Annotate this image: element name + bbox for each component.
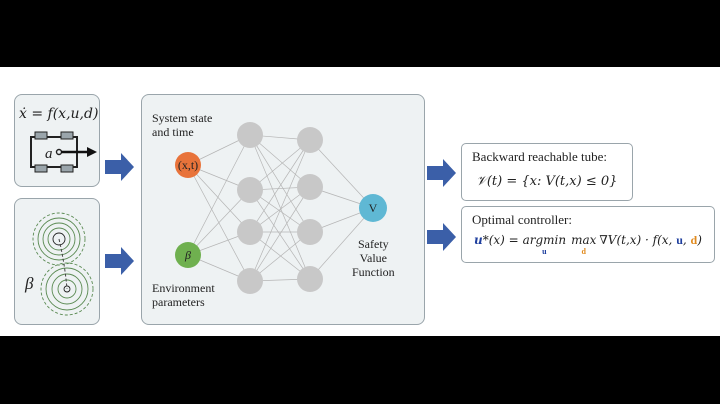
output-title: Safety Value Function	[352, 237, 395, 279]
control-arrow-head	[87, 147, 97, 157]
brt-formula: 𝒱(t) = {x: V(t,x) ≤ 0}	[476, 174, 618, 189]
ctrl-argmin-block: argmin u	[523, 233, 567, 256]
hidden2-node-3	[297, 219, 323, 245]
vehicle-diagram: a	[30, 131, 97, 173]
svg-text:V: V	[369, 201, 378, 215]
ctrl-rhs-u: u	[676, 233, 683, 247]
controller-formula: u*(x) = argmin u max d ∇V(t,x) · f(x, u,…	[474, 233, 702, 256]
control-label: a	[45, 146, 53, 162]
environment-panel: β	[14, 198, 100, 325]
env-input-node: β	[175, 242, 201, 268]
ctrl-max: max	[571, 233, 597, 247]
ctrl-max-sub: d	[581, 247, 586, 256]
svg-text:β: β	[184, 248, 191, 262]
dynamics-equation: ẋ = f(x,u,d)	[19, 106, 99, 122]
arrow-dynamics-to-net	[105, 153, 134, 181]
arrow-env-to-net	[105, 247, 134, 275]
value-output-node: V	[359, 194, 387, 222]
ctrl-rhs-sep: ,	[682, 233, 691, 247]
slide-canvas: ẋ = f(x,u,d) a	[0, 67, 720, 336]
neural-network: (x,t) β V	[175, 122, 387, 294]
env-param-label: β	[24, 274, 34, 293]
brt-panel: Backward reachable tube: 𝒱(t) = {x: V(t,…	[461, 143, 633, 201]
network-edges	[187, 134, 374, 282]
ctrl-rhs-end: )	[697, 233, 702, 247]
hidden1-node-4	[237, 268, 263, 294]
wheel-front-right	[60, 131, 74, 140]
ctrl-lhs: u*(x) =	[474, 233, 523, 247]
wheel-rear-left	[34, 164, 48, 173]
controller-panel: Optimal controller: u*(x) = argmin u max…	[461, 206, 715, 263]
state-input-title: System state and time	[152, 111, 213, 139]
ctrl-argmin-sub: u	[542, 247, 547, 256]
env-input-title: Environment parameters	[152, 281, 215, 309]
wheel-front-left	[34, 131, 48, 140]
ctrl-lhs-rest: *(x) =	[482, 233, 523, 247]
network-panel: (x,t) β V System state and time Environmen…	[141, 94, 425, 325]
ctrl-max-block: max d	[571, 233, 596, 256]
hidden2-node-1	[297, 127, 323, 153]
arrow-net-to-controller	[427, 223, 456, 251]
environment-diagram: β	[24, 212, 94, 316]
hidden2-node-2	[297, 174, 323, 200]
ctrl-rhs-1: ∇V(t,x) · f(x,	[599, 233, 677, 247]
hidden2-node-4	[297, 266, 323, 292]
arrow-net-to-brt	[427, 159, 456, 187]
obstacle-rings-1	[32, 212, 86, 266]
ctrl-lhs-u: u	[474, 233, 483, 247]
hidden1-node-3	[237, 219, 263, 245]
ctrl-argmin: argmin	[522, 233, 567, 247]
hidden1-node-1	[237, 122, 263, 148]
brt-title: Backward reachable tube:	[472, 149, 607, 164]
ctrl-rhs-d: d	[690, 233, 698, 247]
controller-title: Optimal controller:	[472, 212, 573, 227]
wheel-rear-right	[60, 164, 74, 173]
shift-path	[58, 238, 68, 290]
state-input-node: (x,t)	[175, 152, 201, 178]
hidden1-node-2	[237, 177, 263, 203]
svg-text:(x,t): (x,t)	[178, 158, 198, 172]
obstacle-rings-2	[40, 262, 94, 316]
car-center-point	[55, 148, 63, 156]
dynamics-panel: ẋ = f(x,u,d) a	[14, 94, 100, 187]
